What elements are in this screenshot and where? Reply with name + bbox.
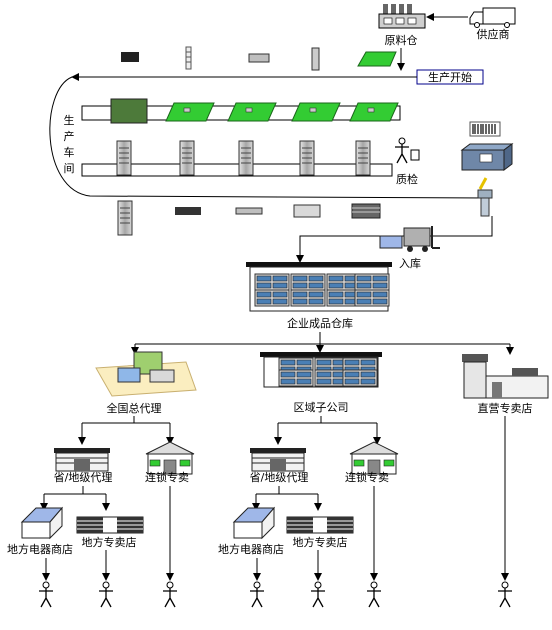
factory-icon [378,4,426,29]
finished-rack-icon [351,203,381,219]
finished-unit-icon [293,204,321,218]
warehousing-label: 入库 [399,257,421,270]
workshop-label-3: 车 [64,145,75,159]
national-agent-building-icon [95,351,197,397]
appliance-store-mid-icon [233,507,275,539]
provincial-agent-mid-icon [249,447,307,472]
inspector-icon [394,137,420,164]
chain-store-left-icon [145,441,195,475]
strip-icon [185,46,192,70]
barcode-icon [469,121,501,137]
pcb-icon [110,98,148,124]
supplier-truck-icon [469,7,516,28]
finished-server-icon [117,200,133,236]
panel-icon [311,47,320,71]
customer-icon-7 [497,581,513,608]
server-icon-2 [179,140,195,176]
chain-store-mid-icon [349,441,399,475]
specialty-store-mid-icon [286,516,354,534]
board-icon-3 [291,102,341,122]
server-icon-5 [355,140,371,176]
module-icon [248,53,270,63]
direct-store-building-icon [462,354,549,399]
handheld-scanner-icon [477,177,493,217]
regional-subsidiary-building-icon [260,352,382,388]
provincial-agent-left-icon [53,447,111,472]
appliance-store-mid-label: 地方电器商店 [218,542,284,556]
conveyor-2 [81,163,393,177]
direct-store-label: 直营专卖店 [478,401,533,415]
provincial-agent-mid-label: 省/地级代理 [250,471,309,484]
workshop-label-2: 产 [64,129,75,143]
raw-warehouse-label: 原料仓 [385,33,418,47]
chain-store-mid-label: 连锁专卖 [345,470,389,484]
production-start-label: 生产开始 [428,70,472,84]
board-icon-4 [349,102,399,122]
server-icon-3 [238,140,254,176]
customer-icon-4 [249,581,265,608]
quality-check-label: 质检 [396,172,418,186]
scanner-box-icon [460,143,514,171]
specialty-store-mid-label: 地方专卖店 [293,535,348,549]
appliance-store-left-label: 地方电器商店 [7,542,73,556]
regional-subsidiary-label: 区域子公司 [294,401,349,414]
national-agent-label: 全国总代理 [107,401,162,415]
workshop-flow-line [49,76,489,202]
customer-icon-1 [38,581,54,608]
workshop-label-1: 生 [64,113,75,127]
provincial-agent-left-label: 省/地级代理 [54,471,113,484]
chain-store-left-label: 连锁专卖 [145,470,189,484]
enterprise-warehouse-icon [246,262,392,312]
workshop-label-4: 间 [64,162,75,175]
finished-module-icon [235,207,263,215]
customer-icon-2 [98,581,114,608]
customer-icon-5 [310,581,326,608]
chip-icon [121,52,139,62]
server-icon-4 [299,140,315,176]
forklift-icon [379,226,440,252]
raw-board-icon [357,51,397,67]
appliance-store-left-icon [21,507,63,539]
specialty-store-left-label: 地方专卖店 [82,535,137,549]
board-icon-1 [165,102,215,122]
specialty-store-left-icon [76,516,144,534]
server-icon-1 [116,140,132,176]
finished-chip-icon [175,207,201,215]
customer-icon-3 [162,581,178,608]
enterprise-warehouse-label: 企业成品仓库 [287,316,353,330]
supplier-label: 供应商 [477,27,510,41]
board-icon-2 [227,102,277,122]
customer-icon-6 [366,581,382,608]
